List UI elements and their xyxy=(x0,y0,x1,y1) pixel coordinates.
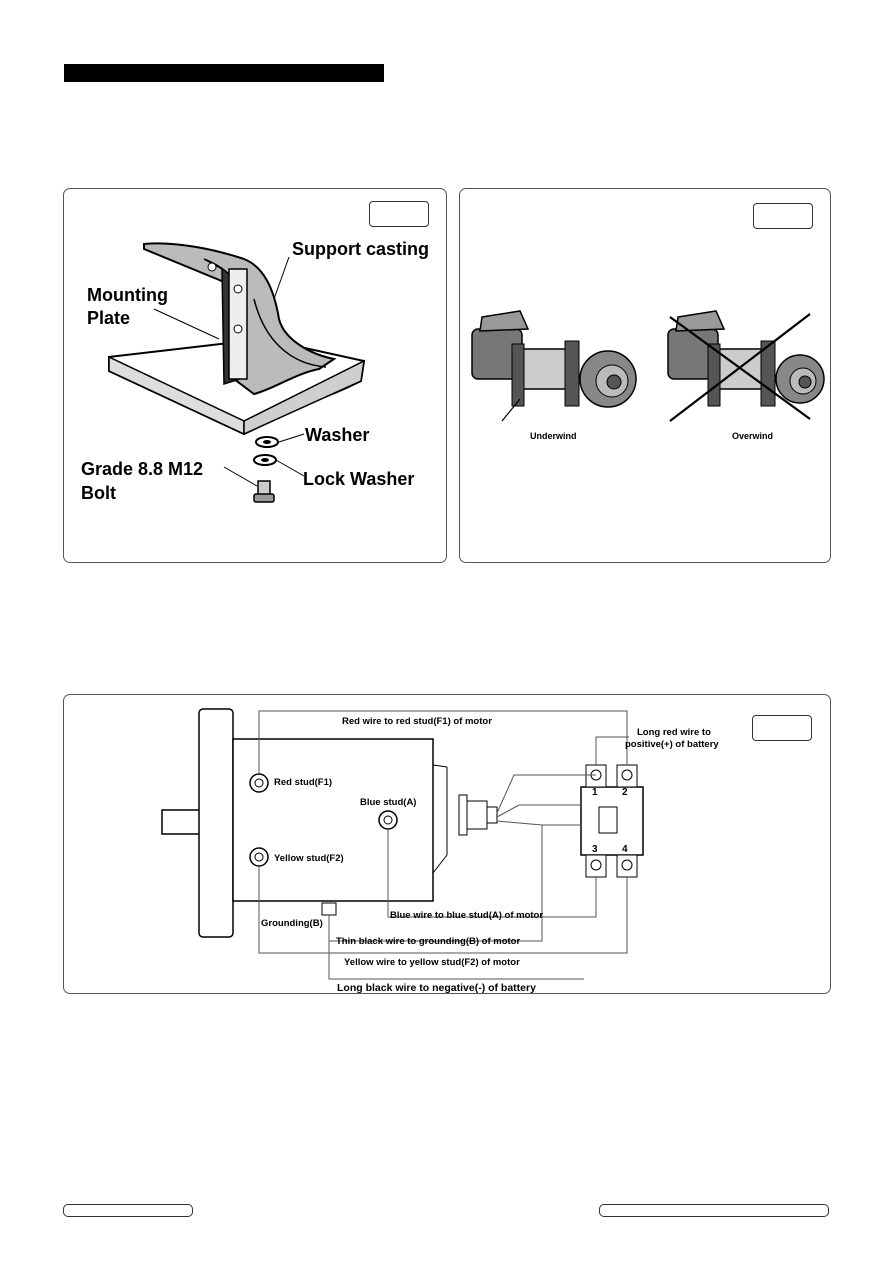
section-header-bar xyxy=(64,64,384,82)
label-yellow-stud: Yellow stud(F2) xyxy=(274,853,344,864)
label-mounting-plate-line1: Mounting xyxy=(87,285,168,305)
label-blue-stud: Blue stud(A) xyxy=(360,797,416,808)
label-thin-black-wire: Thin black wire to grounding(B) of motor xyxy=(336,936,520,947)
figure-winding-panel: Underwind Overwind xyxy=(459,188,831,563)
label-lock-washer: Lock Washer xyxy=(303,469,414,489)
label-bolt-line2: Bolt xyxy=(81,483,116,503)
label-grounding: Grounding(B) xyxy=(261,918,323,929)
connector-plug xyxy=(458,794,468,836)
wires xyxy=(258,710,629,980)
motor-end-plate xyxy=(198,708,234,938)
figure-wiring-panel: 1 2 3 4 Red wire to red stud(F1) of moto… xyxy=(63,694,831,994)
wiring-diagram: 1 2 3 4 Red wire to red stud(F1) of moto… xyxy=(161,708,719,993)
label-red-wire: Red wire to red stud(F1) of motor xyxy=(342,716,492,727)
terminal-4-label: 4 xyxy=(622,844,628,855)
label-bolt-line1: Grade 8.8 M12 xyxy=(81,459,203,479)
label-long-red-line2: positive(+) of battery xyxy=(625,739,719,750)
label-washer: Washer xyxy=(305,425,369,445)
motor-shaft xyxy=(161,809,203,835)
footer-left-pill xyxy=(63,1204,193,1217)
terminal-1-label: 1 xyxy=(592,787,598,798)
figure-number-tag xyxy=(752,715,812,741)
figure-number-tag xyxy=(753,203,813,229)
label-long-red-line1: Long red wire to xyxy=(637,727,711,738)
figure-number-tag xyxy=(369,201,429,227)
label-support-casting: Support casting xyxy=(292,239,429,259)
underwind-winch xyxy=(471,310,637,422)
label-mounting-plate-line2: Plate xyxy=(87,308,130,328)
grounding-bolt xyxy=(321,902,337,916)
label-red-stud: Red stud(F1) xyxy=(274,777,332,788)
terminal-3-label: 3 xyxy=(592,844,598,855)
mounting-illustration: Support casting Mounting Plate Washer Lo… xyxy=(81,239,429,503)
label-overwind: Overwind xyxy=(732,431,773,441)
motor-body xyxy=(232,738,434,902)
footer-right-pill xyxy=(599,1204,829,1217)
label-yellow-wire: Yellow wire to yellow stud(F2) of motor xyxy=(344,957,520,968)
overwind-winch xyxy=(667,310,825,422)
figure-mounting-panel: Support casting Mounting Plate Washer Lo… xyxy=(63,188,447,563)
winding-illustration: Underwind Overwind xyxy=(471,310,825,441)
label-blue-wire: Blue wire to blue stud(A) of motor xyxy=(390,910,543,921)
label-underwind: Underwind xyxy=(530,431,577,441)
terminal-2-label: 2 xyxy=(622,787,628,798)
label-long-black-wire: Long black wire to negative(-) of batter… xyxy=(337,982,536,993)
